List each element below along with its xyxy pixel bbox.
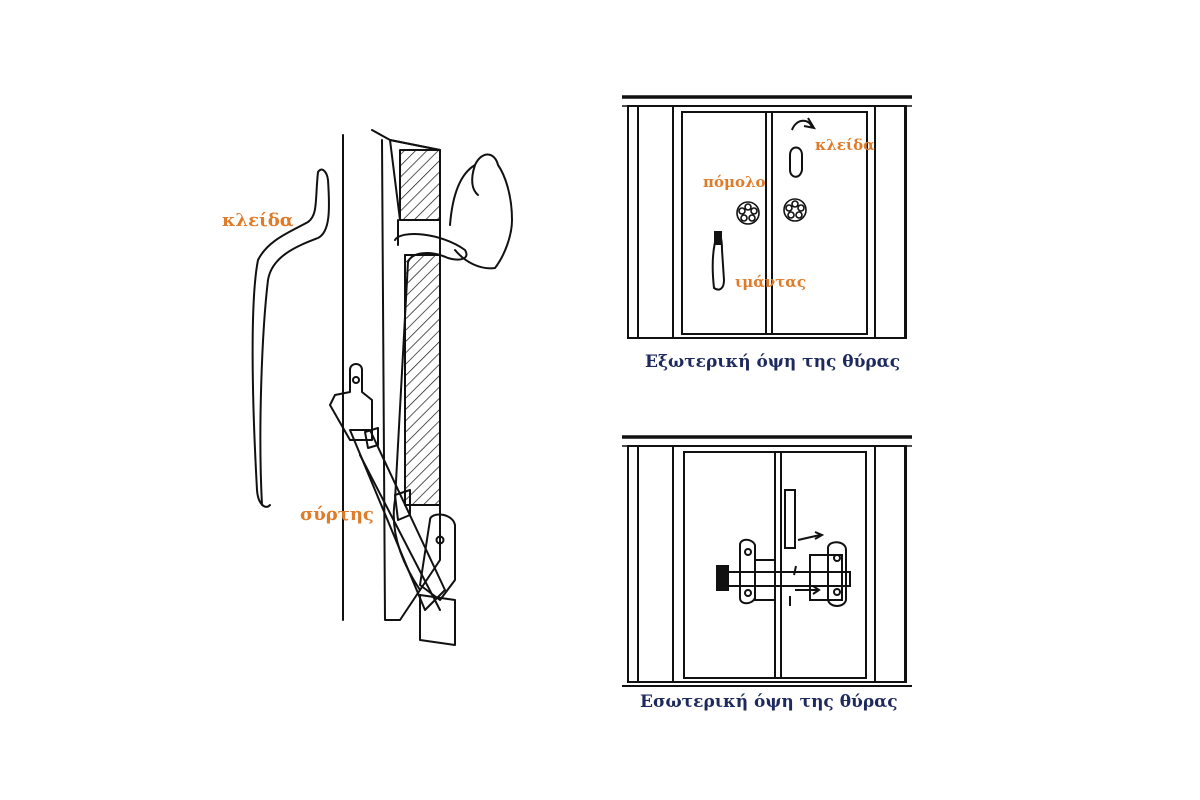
label-key-exterior: κλείδα: [815, 136, 875, 154]
caption-exterior-view: Εξωτερική όψη της θύρας: [645, 352, 901, 372]
label-slider: σύρτης: [300, 504, 374, 525]
interior-slider-bar: [721, 571, 851, 587]
bracket-left: [739, 538, 756, 605]
label-key-left: κλείδα: [222, 210, 294, 231]
key-hook-shape: [251, 168, 330, 508]
label-knob: πόμολο: [703, 173, 766, 191]
knob-right: [783, 198, 807, 222]
hand-shape: [449, 153, 513, 270]
bracket-right: [827, 541, 847, 607]
slider-bar: [349, 429, 446, 611]
caption-interior-view: Εσωτερική όψη της θύρας: [640, 692, 898, 712]
upper-bracket: [329, 363, 373, 441]
knob-left: [736, 201, 760, 225]
label-strap: ιμάντας: [735, 273, 806, 291]
hatched-block-upper: [399, 149, 441, 221]
lower-bracket: [419, 513, 456, 601]
exterior-key-handle: [789, 146, 803, 178]
